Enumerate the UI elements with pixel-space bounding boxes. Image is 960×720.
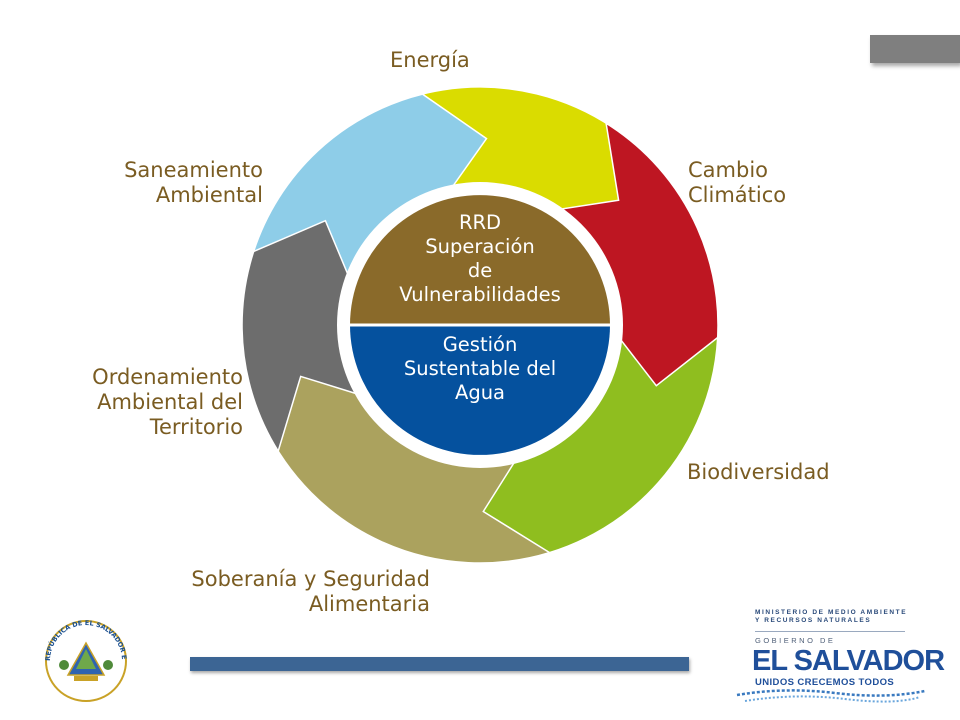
slogan: UNIDOS CRECEMOS TODOS — [755, 677, 895, 688]
coat-of-arms-seal: REPÚBLICA DE EL SALVADOR EN LA AMÉRICA C… — [34, 613, 128, 702]
label-energia: Energía — [390, 48, 470, 72]
label-ordenamiento: Ordenamiento Ambiental del Territorio — [92, 365, 243, 439]
gobierno-de: GOBIERNO DE — [755, 636, 836, 645]
corner-tab — [870, 35, 960, 63]
label-biodiversidad: Biodiversidad — [687, 460, 830, 484]
el-salvador-wordmark: EL SALVADOR — [752, 645, 945, 677]
wave-icon — [736, 689, 926, 703]
footer-bar — [190, 657, 689, 671]
label-saneamiento: Saneamiento Ambiental — [124, 158, 263, 207]
label-soberania: Soberanía y Seguridad Alimentaria — [191, 567, 430, 616]
label-cambio-climatico: Cambio Climático — [688, 158, 787, 207]
ministry-name: MINISTERIO DE MEDIO AMBIENTE Y RECURSOS … — [755, 609, 908, 624]
center-bottom-text: Gestión Sustentable del Agua — [403, 333, 557, 404]
logo-divider — [755, 631, 905, 632]
center-top-half — [350, 195, 610, 325]
center-bottom-half — [350, 325, 610, 455]
center-top-text: RRD Superación de Vulnerabilidades — [399, 211, 561, 306]
ministry-logo: MINISTERIO DE MEDIO AMBIENTE Y RECURSOS … — [735, 605, 950, 710]
